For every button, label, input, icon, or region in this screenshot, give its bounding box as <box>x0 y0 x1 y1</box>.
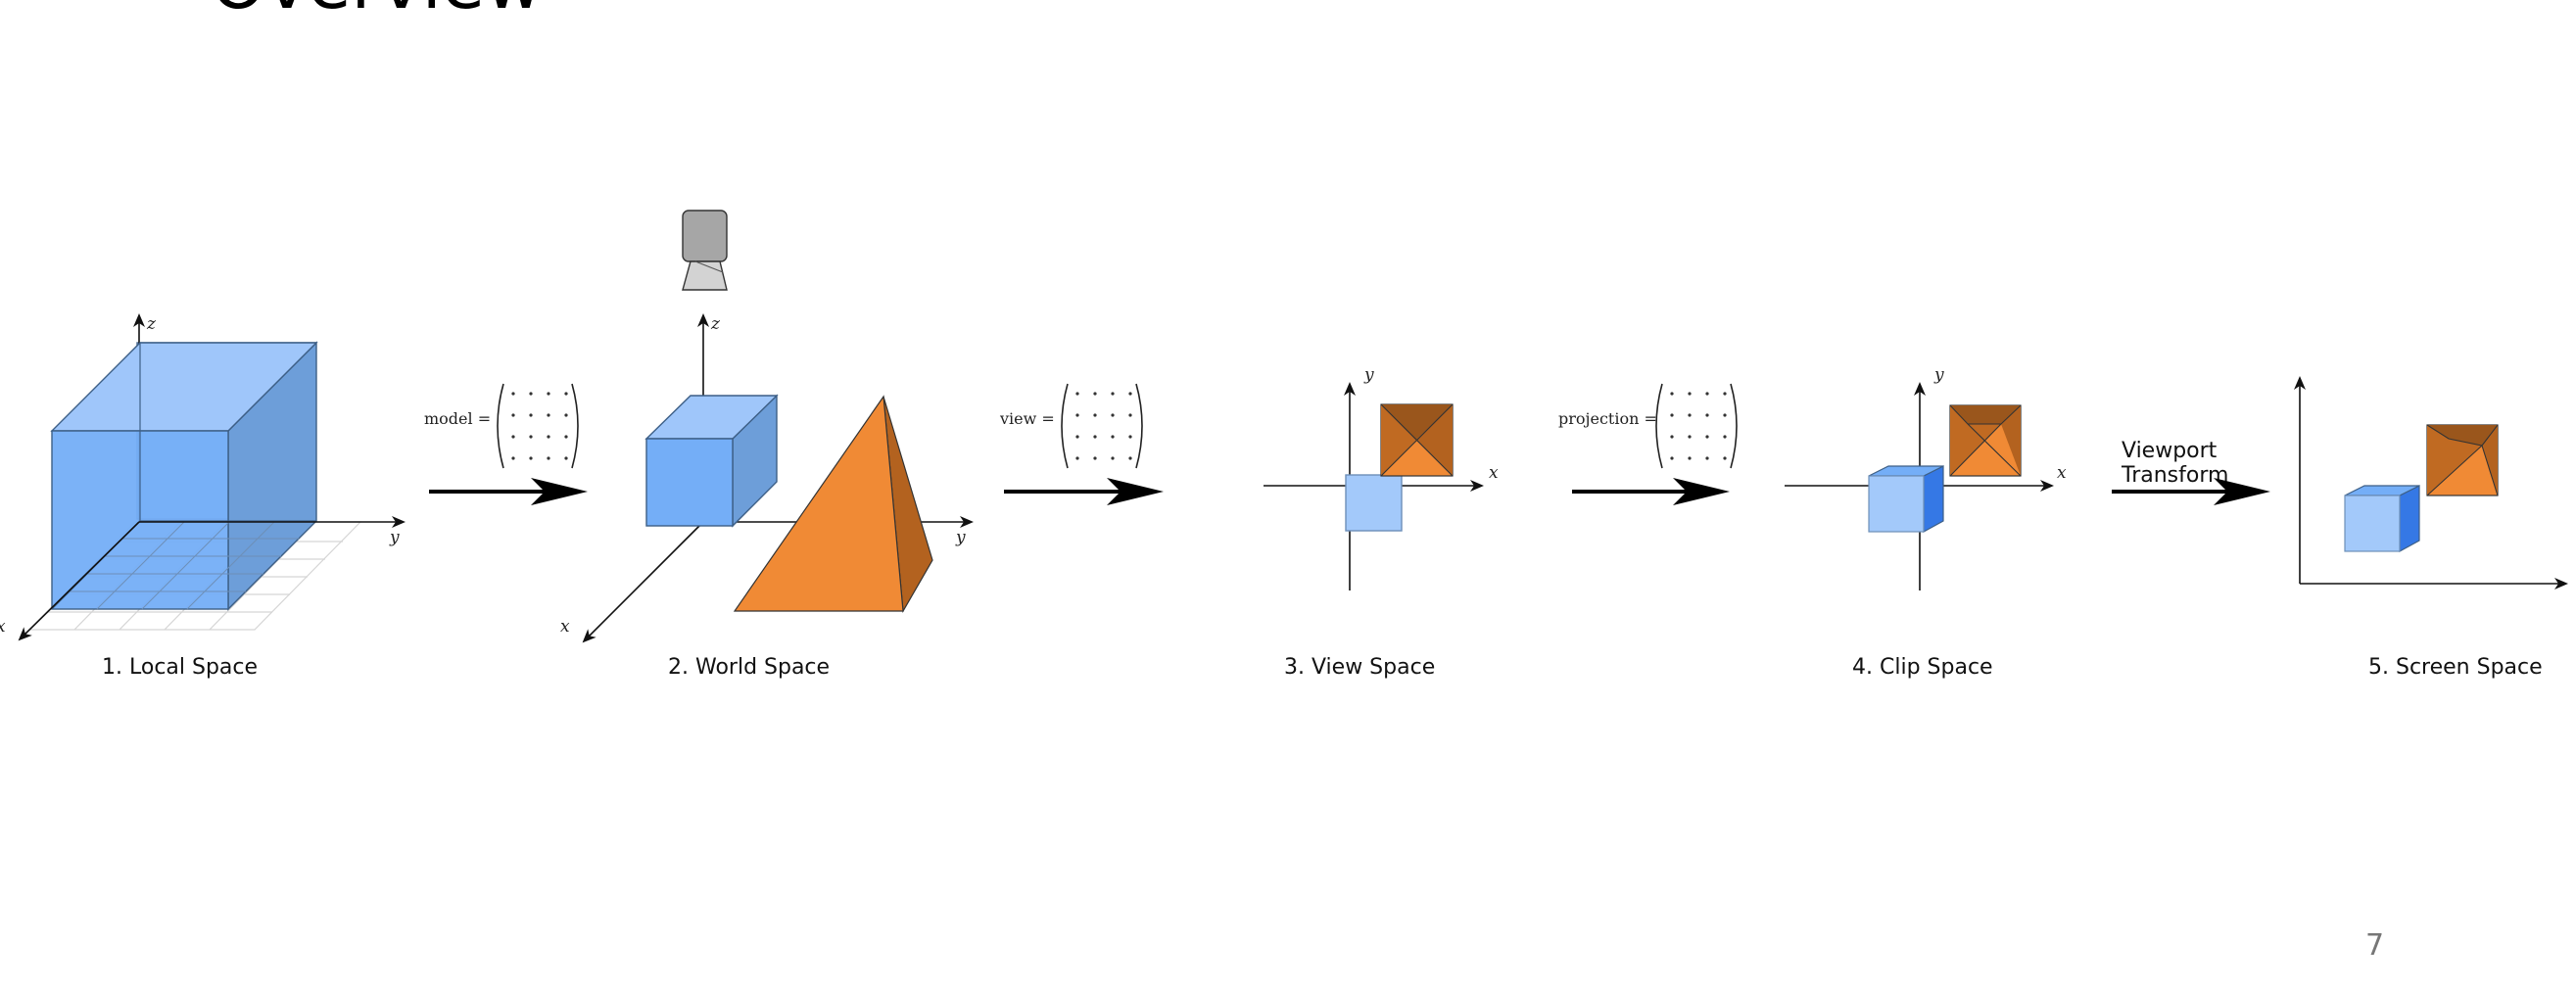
cube-3d <box>2344 485 2420 553</box>
viewport-transform-label-line1: Viewport <box>2122 439 2218 463</box>
y-axis-label: y <box>389 528 400 547</box>
slide-title: Overview <box>211 0 543 24</box>
x-axis-label: x <box>560 617 570 637</box>
page-number: 7 <box>2365 928 2384 963</box>
local-space-scene: z y x <box>0 313 405 641</box>
cube-front-face <box>645 438 734 527</box>
pyramid-top-view <box>1380 403 1454 477</box>
stage-label-view-space: 3. View Space <box>1284 655 1435 680</box>
viewport-transform-label-line2: Transform <box>2121 463 2228 488</box>
stage-label-world-space: 2. World Space <box>668 655 830 680</box>
clip-space-scene: x y <box>1785 365 2067 590</box>
world-space-scene: z y x <box>560 210 974 643</box>
stage-label-local-space: 1. Local Space <box>102 655 258 680</box>
x-axis <box>582 521 704 643</box>
view-space-scene: x y <box>1264 365 1499 590</box>
x-axis-label: x <box>1489 463 1499 483</box>
view-transform: view = <box>999 383 1164 505</box>
y-axis-label: y <box>955 528 966 547</box>
z-axis-label: z <box>710 314 721 334</box>
y-axis-label: y <box>1933 365 1944 385</box>
arrow-right-icon <box>2112 478 2270 505</box>
pyramid-front-face <box>733 395 904 612</box>
model-matrix-label: model = <box>424 409 491 428</box>
x-axis-label: x <box>2057 463 2067 483</box>
pyramid-3d <box>1949 404 2022 477</box>
model-transform: model = <box>424 383 588 505</box>
projection-matrix-icon <box>1655 383 1738 469</box>
arrow-right-icon <box>429 478 588 505</box>
x-axis-label: x <box>0 617 6 637</box>
arrow-right-icon <box>1004 478 1164 505</box>
view-matrix-icon <box>1061 383 1143 469</box>
cube-square <box>1345 474 1403 532</box>
pyramid-3d <box>2426 424 2499 496</box>
y-axis-label: y <box>1363 365 1374 385</box>
z-axis-label: z <box>146 314 157 334</box>
projection-transform: projection = <box>1558 383 1738 505</box>
model-matrix-icon <box>497 383 579 469</box>
projection-matrix-label: projection = <box>1558 409 1657 428</box>
camera-icon <box>682 210 728 291</box>
stage-label-clip-space: 4. Clip Space <box>1852 655 1993 680</box>
view-matrix-label: view = <box>999 409 1055 428</box>
cube-3d <box>1868 465 1944 534</box>
x-axis <box>18 521 140 641</box>
stage-label-screen-space: 5. Screen Space <box>2368 655 2543 680</box>
arrow-right-icon <box>1572 478 1730 505</box>
screen-space-scene <box>2294 376 2568 590</box>
viewport-transform: Viewport Transform <box>2112 439 2270 505</box>
